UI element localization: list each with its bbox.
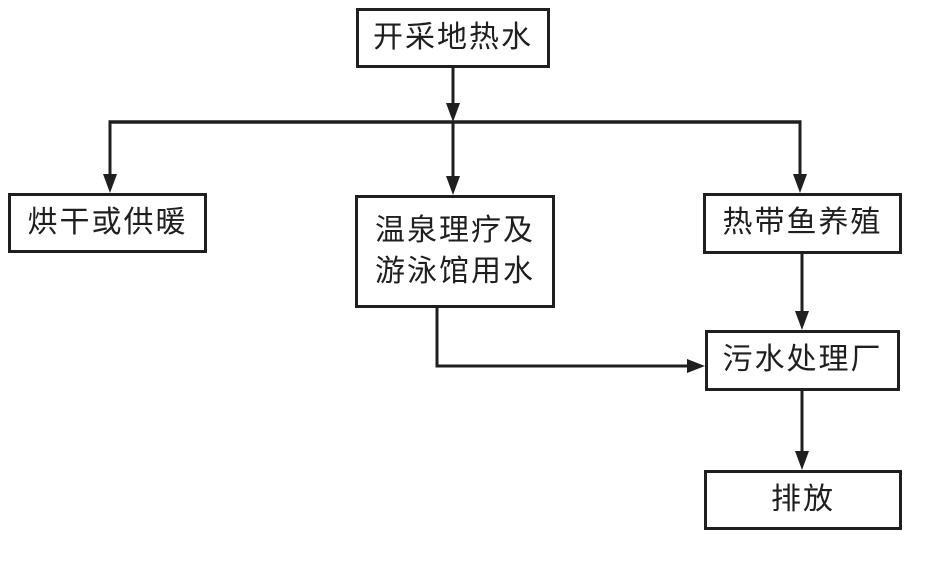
node-discharge: 排放 [704,470,902,530]
node-drying-or-heating: 烘干或供暖 [8,193,207,253]
node-tropical-fish-farming-label: 热带鱼养殖 [722,206,883,240]
arrowhead-into-fish [793,174,807,193]
arrowhead-into-spa [446,176,460,195]
node-sewage-treatment-plant: 污水处理厂 [705,330,900,391]
arrowhead-fish-into-sewage [795,311,809,330]
node-tropical-fish-farming: 热带鱼养殖 [703,193,902,254]
node-extract-geothermal-water-label: 开采地热水 [373,20,533,54]
node-spa-label-line2: 游泳馆用水 [375,254,535,288]
node-hot-spring-therapy-swimming-pool: 温泉理疗及 游泳馆用水 [355,195,555,308]
arrowhead-spa-into-sewage [687,359,705,373]
node-extract-geothermal-water: 开采地热水 [356,8,550,68]
arrowhead-source-trunk [446,103,460,122]
arrowhead-into-discharge [795,451,809,470]
node-discharge-label: 排放 [771,482,835,516]
node-sewage-treatment-plant-label: 污水处理厂 [722,343,883,377]
node-drying-or-heating-label: 烘干或供暖 [27,205,188,239]
node-spa-label-line1: 温泉理疗及 [375,214,535,248]
arrowhead-into-drying [103,174,117,193]
